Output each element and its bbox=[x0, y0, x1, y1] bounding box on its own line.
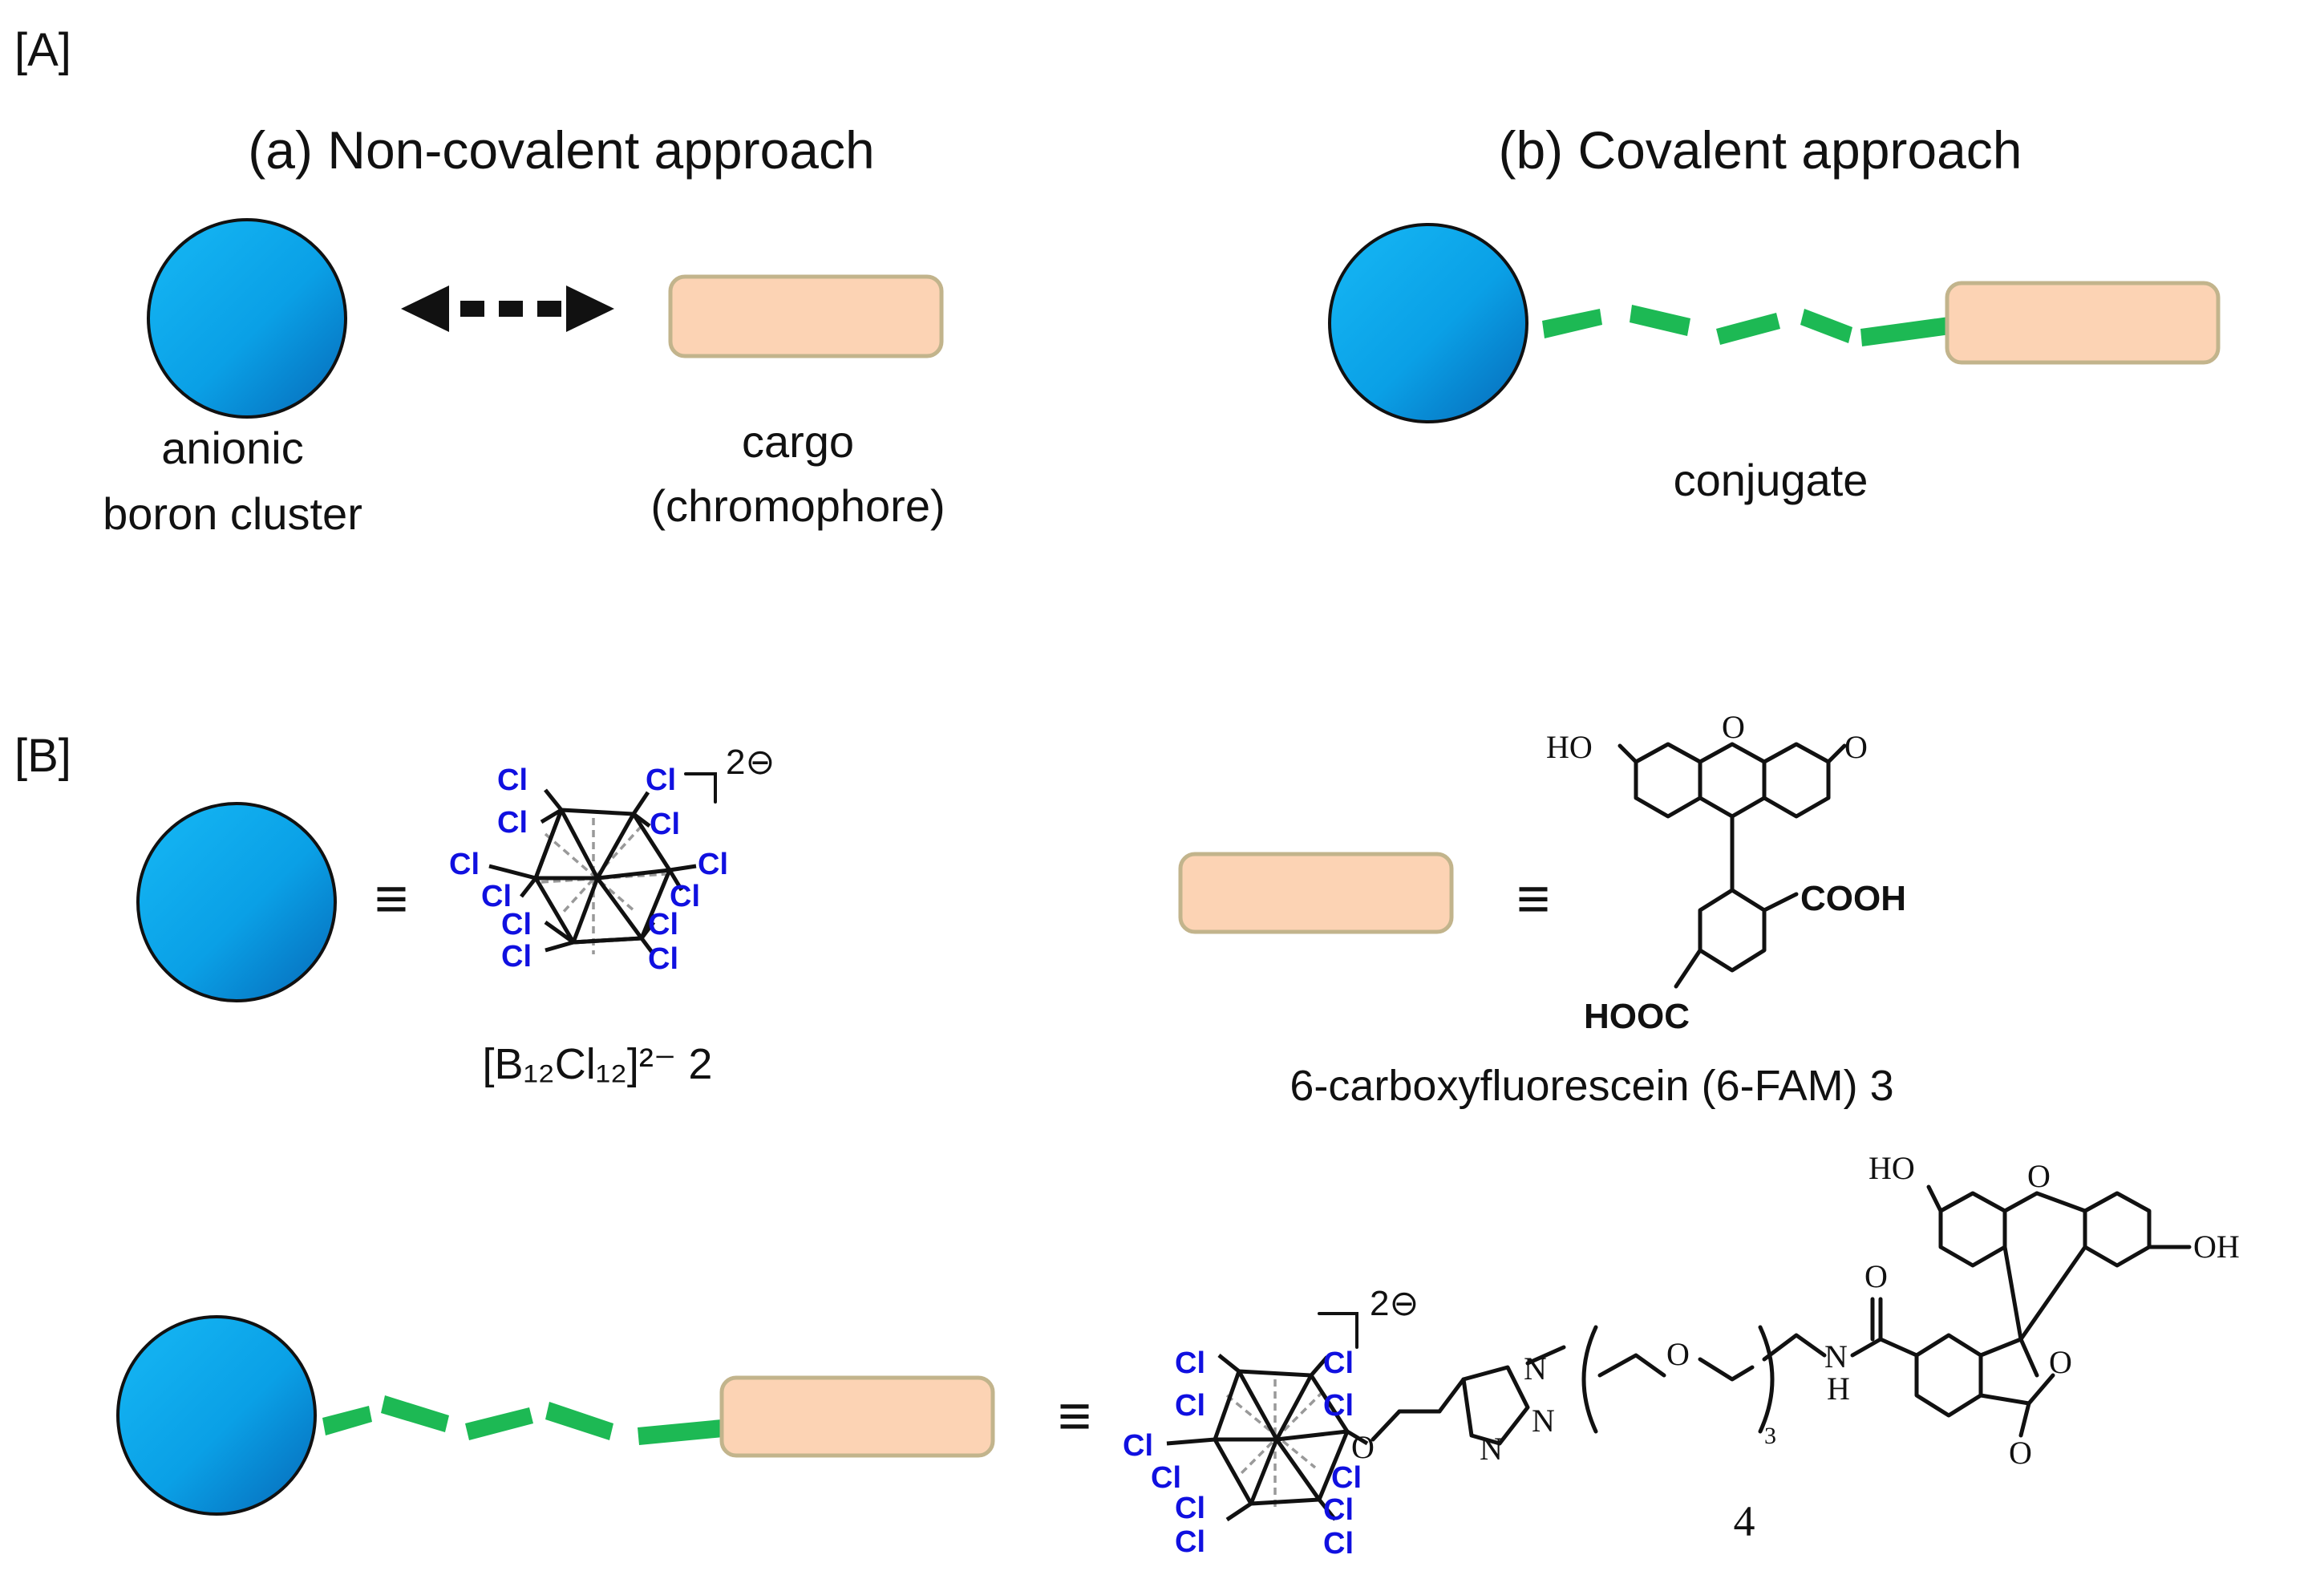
cluster-label-line2: boron cluster bbox=[103, 488, 362, 539]
chlorine-atom: Cl bbox=[1323, 1346, 1354, 1380]
chlorine-atom: Cl bbox=[501, 908, 532, 941]
charge-label: 2⊖ bbox=[726, 743, 775, 782]
chlorine-atom: Cl bbox=[648, 908, 678, 941]
lactone-oxygen-4: O bbox=[2049, 1344, 2072, 1380]
chlorine-atom: Cl bbox=[1151, 1461, 1181, 1495]
chlorine-atom: Cl bbox=[650, 808, 680, 841]
chlorine-atom: Cl bbox=[1323, 1493, 1354, 1527]
fluorescein-structure bbox=[1617, 742, 1847, 989]
chlorine-atom: Cl bbox=[646, 763, 676, 797]
keto-oxygen-3: O bbox=[1844, 729, 1868, 765]
equivalence-symbol: ≡ bbox=[375, 867, 408, 931]
ho-group-4: HO bbox=[1869, 1150, 1915, 1186]
compound-4-label: 4 bbox=[1734, 1497, 1755, 1545]
panel-a-label: [A] bbox=[14, 24, 71, 76]
chlorine-atom: Cl bbox=[670, 880, 700, 913]
noncovalent-title: (a) Non-covalent approach bbox=[248, 120, 874, 180]
cooh-group-3: COOH bbox=[1800, 879, 1906, 918]
compound-2-label: [B₁₂Cl₁₂]²⁻ 2 bbox=[483, 1040, 713, 1088]
chlorine-atom: Cl bbox=[1323, 1389, 1354, 1423]
triazole-n3: N bbox=[1480, 1431, 1503, 1467]
conjugate-label: conjugate bbox=[1674, 455, 1869, 505]
double-arrow-dashed bbox=[401, 285, 614, 332]
peg-repeat-count: 3 bbox=[1764, 1423, 1776, 1449]
amide-carbonyl-oxygen: O bbox=[1864, 1258, 1888, 1294]
compound-4-cage: Cl Cl Cl Cl Cl Cl Cl Cl Cl Cl Cl bbox=[1123, 1312, 1369, 1561]
conjugate-cargo-rectangle bbox=[1945, 281, 2221, 365]
chlorine-atom: Cl bbox=[648, 942, 678, 976]
chlorine-atom: Cl bbox=[481, 880, 512, 913]
chlorine-atom: Cl bbox=[1331, 1461, 1362, 1495]
lactone-carbonyl-oxygen-4: O bbox=[2009, 1435, 2032, 1471]
conjugate-boron-sphere bbox=[1328, 223, 1528, 423]
charge-label-4: 2⊖ bbox=[1370, 1284, 1419, 1323]
chlorine-atom: Cl bbox=[1323, 1527, 1354, 1561]
chlorine-atom: Cl bbox=[1175, 1492, 1205, 1525]
amide-n: N bbox=[1824, 1338, 1848, 1375]
amide-h: H bbox=[1827, 1371, 1850, 1407]
hooc-group-3: HOOC bbox=[1584, 997, 1690, 1036]
linker-dashed-green bbox=[1542, 305, 1950, 346]
chlorine-atom: Cl bbox=[497, 763, 528, 797]
cargo-label-line2: (chromophore) bbox=[650, 480, 945, 531]
cargo-rectangle bbox=[668, 274, 944, 358]
compound-4-fluorescein bbox=[1914, 1184, 2192, 1438]
equivalence-symbol-2: ≡ bbox=[1516, 867, 1550, 931]
cargo-rectangle-legend bbox=[1178, 852, 1454, 934]
conjugate-boron-sphere-2 bbox=[116, 1315, 317, 1516]
compound-4-linker bbox=[1371, 1297, 1919, 1446]
compound-3-label: 6-carboxyfluorescein (6-FAM) 3 bbox=[1290, 1062, 1893, 1110]
cluster-sphere-legend bbox=[136, 802, 337, 1002]
b12cl12-structure: Cl Cl Cl Cl Cl Cl Cl Cl Cl Cl Cl Cl 2⊖ bbox=[449, 743, 775, 976]
panel-b-label: [B] bbox=[14, 730, 71, 782]
chlorine-atom: Cl bbox=[698, 848, 728, 881]
chlorine-atom: Cl bbox=[1175, 1346, 1205, 1380]
ho-group-3: HO bbox=[1546, 729, 1593, 765]
oh-group-4: OH bbox=[2193, 1229, 2240, 1265]
triazole-n2: N bbox=[1532, 1403, 1555, 1439]
chlorine-atom: Cl bbox=[501, 940, 532, 974]
chlorine-atom: Cl bbox=[1123, 1429, 1153, 1463]
chlorine-atom: Cl bbox=[497, 806, 528, 840]
xanthene-oxygen-4: O bbox=[2027, 1158, 2051, 1194]
conjugate-cargo-rectangle-2 bbox=[719, 1375, 995, 1458]
ring-oxygen-3: O bbox=[1722, 709, 1745, 745]
boron-cluster-sphere bbox=[147, 218, 347, 419]
ether-oxygen-4: O bbox=[1351, 1429, 1375, 1465]
chlorine-atom: Cl bbox=[1175, 1525, 1205, 1559]
chlorine-atom: Cl bbox=[1175, 1389, 1205, 1423]
covalent-title: (b) Covalent approach bbox=[1498, 120, 2022, 180]
linker-dashed-green-2 bbox=[322, 1395, 723, 1445]
cluster-label-line1: anionic bbox=[161, 423, 303, 473]
chlorine-atom: Cl bbox=[449, 848, 480, 881]
cargo-label-line1: cargo bbox=[742, 416, 854, 467]
equivalence-symbol-3: ≡ bbox=[1058, 1384, 1091, 1448]
peg-oxygen: O bbox=[1666, 1336, 1690, 1372]
triazole-n1: N bbox=[1524, 1350, 1547, 1387]
